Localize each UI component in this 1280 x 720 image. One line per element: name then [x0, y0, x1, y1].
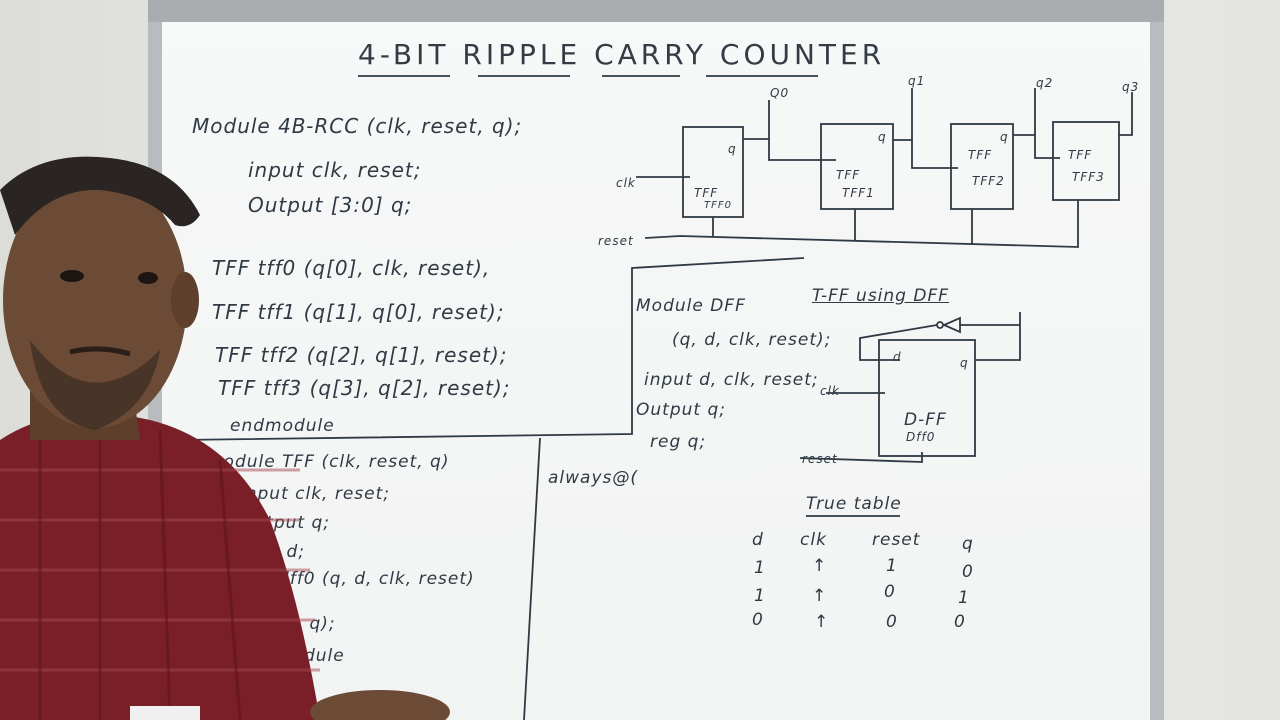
dff-line-5: reg q;: [650, 432, 707, 452]
tt-header-clk: clk: [800, 530, 827, 550]
tff-line-1: module TFF (clk, reset, q): [206, 452, 450, 472]
tff0-q: q: [728, 142, 737, 156]
dff-q-label: q: [960, 356, 969, 370]
tff1-q: q: [878, 130, 887, 144]
marker: [130, 706, 200, 720]
whiteboard-top-rail: [148, 0, 1164, 22]
dff-line-3: input d, clk, reset;: [644, 370, 819, 390]
tff-using-dff-title: T-FF using DFF: [812, 286, 950, 306]
tff0-name: TFF0: [704, 200, 732, 211]
tt-r2-d: 1: [754, 586, 766, 606]
reset-label: reset: [598, 234, 634, 248]
tff1-name: TFF1: [842, 186, 875, 200]
tt-r2-q: 1: [958, 588, 970, 608]
dff-clk-label: clk: [820, 384, 840, 398]
rcc-line-5: TFF tff1 (q[1], q[0], reset);: [212, 300, 505, 324]
rcc-line-6: TFF tff2 (q[2], q[1], reset);: [215, 343, 508, 367]
rcc-line-2: input clk, reset;: [248, 158, 422, 182]
tff3-block: [1052, 121, 1120, 201]
dff-block-instance: Dff0: [906, 430, 936, 444]
rcc-line-1: Module 4B-RCC (clk, reset, q);: [192, 114, 523, 138]
q1-label: q1: [908, 74, 926, 88]
tff3-type: TFF: [1068, 148, 1093, 162]
q3-label: q3: [1122, 80, 1140, 94]
dff-block-name: D-FF: [904, 410, 947, 430]
rcc-line-4: TFF tff0 (q[0], clk, reset),: [212, 256, 491, 280]
tt-header-d: d: [752, 530, 764, 550]
dff-line-4: Output q;: [636, 400, 726, 420]
tff2-block: [950, 123, 1014, 210]
tt-r3-d: 0: [752, 610, 764, 630]
dff-reset-label: reset: [802, 452, 838, 466]
tt-r3-q: 0: [954, 612, 966, 632]
dff-line-2: (q, d, clk, reset);: [672, 330, 832, 350]
tt-r2-reset: 0: [884, 582, 896, 602]
tt-r1-q: 0: [962, 562, 974, 582]
tt-r1-d: 1: [754, 558, 766, 578]
tff3-name: TFF3: [1072, 170, 1105, 184]
tff2-q: q: [1000, 130, 1009, 144]
tt-header-reset: reset: [872, 530, 921, 550]
tt-header-q: q: [962, 534, 974, 554]
clk-label: clk: [616, 176, 636, 190]
tt-r2-clk: ↑: [812, 586, 828, 606]
tff2-type: TFF: [968, 148, 993, 162]
tff1-block: [820, 123, 894, 210]
always-text: always@(: [548, 468, 639, 488]
dff-line-1: Module DFF: [636, 296, 746, 316]
board-title: 4-BIT RIPPLE CARRY COUNTER: [358, 38, 886, 71]
tff0-type: TFF: [694, 186, 719, 200]
tt-r1-reset: 1: [886, 556, 898, 576]
rcc-line-7: TFF tff3 (q[3], q[2], reset);: [218, 376, 511, 400]
tt-r3-reset: 0: [886, 612, 898, 632]
dff-block: [878, 339, 976, 457]
tff2-name: TFF2: [972, 174, 1005, 188]
dff-d-label: d: [893, 350, 902, 364]
tt-r3-clk: ↑: [814, 612, 830, 632]
rcc-line-8: endmodule: [230, 416, 335, 436]
tff1-type: TFF: [836, 168, 861, 182]
q2-label: q2: [1036, 76, 1054, 90]
tt-r1-clk: ↑: [812, 556, 828, 576]
q0-label: Q0: [770, 86, 790, 100]
rcc-line-3: Output [3:0] q;: [248, 193, 413, 217]
truth-table-title: True table: [806, 494, 902, 514]
tff-line-5: DFF dff0 (q, d, clk, reset): [236, 569, 475, 589]
tff-line-2: input clk, reset;: [240, 484, 391, 504]
